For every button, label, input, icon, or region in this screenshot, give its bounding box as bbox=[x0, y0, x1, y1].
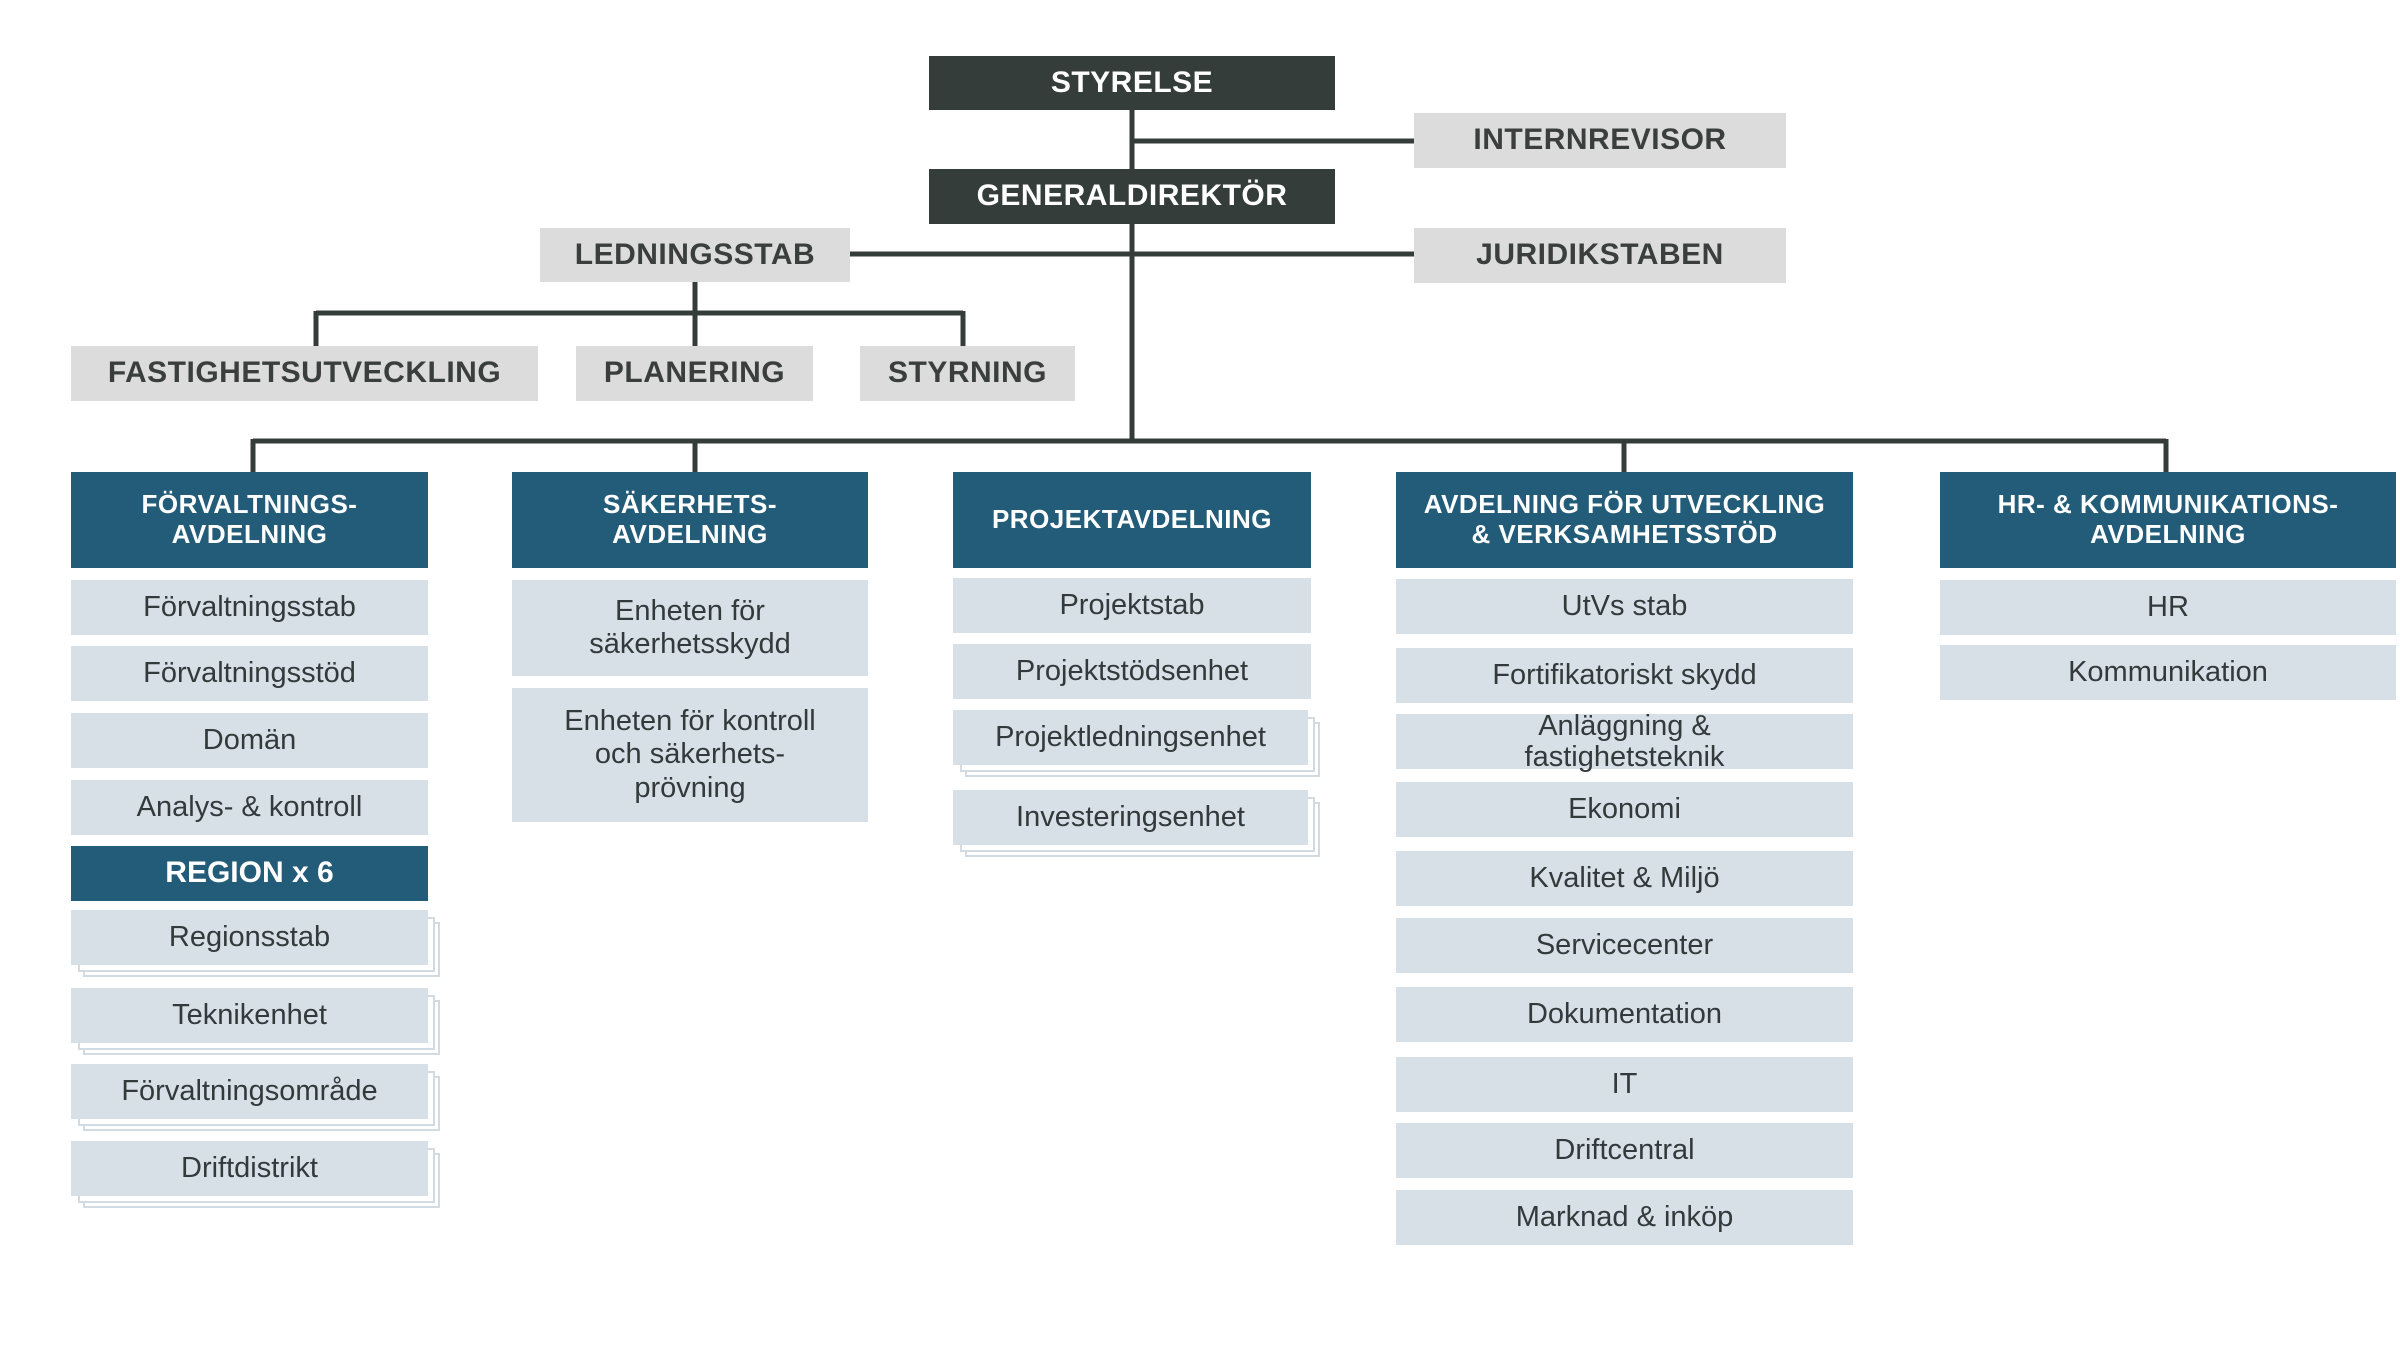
unit-box: IT bbox=[1396, 1057, 1853, 1112]
management-staff-box: LEDNINGSSTAB bbox=[540, 228, 850, 282]
unit-box: Förvaltningsstöd bbox=[71, 646, 428, 701]
unit-box: Projektledningsenhet bbox=[953, 710, 1308, 765]
unit-box: Kommunikation bbox=[1940, 645, 2396, 700]
unit-box: Fortifikatoriskt skydd bbox=[1396, 648, 1853, 703]
unit-box: Ekonomi bbox=[1396, 782, 1853, 837]
region-unit-box: Regionsstab bbox=[71, 910, 428, 965]
unit-box: Servicecenter bbox=[1396, 918, 1853, 973]
region-unit-box: Teknikenhet bbox=[71, 988, 428, 1043]
unit-box: Anläggning & fastighetsteknik bbox=[1396, 711, 1853, 772]
internal-auditor-box: INTERNREVISOR bbox=[1414, 113, 1786, 168]
unit-box: Enheten för säkerhetsskydd bbox=[512, 580, 868, 676]
unit-box: Investeringsenhet bbox=[953, 790, 1308, 845]
legal-staff-box: JURIDIKSTABEN bbox=[1414, 228, 1786, 283]
region-unit-box: Förvaltningsområde bbox=[71, 1064, 428, 1119]
unit-box: HR bbox=[1940, 580, 2396, 635]
unit-box: Dokumentation bbox=[1396, 987, 1853, 1042]
unit-box: Projektstödsenhet bbox=[953, 644, 1311, 699]
unit-box: Förvaltningsstab bbox=[71, 580, 428, 635]
unit-box: Analys- & kontroll bbox=[71, 780, 428, 835]
department-header-security: SÄKERHETS- AVDELNING bbox=[512, 472, 868, 568]
department-header-management: FÖRVALTNINGS- AVDELNING bbox=[71, 472, 428, 568]
unit-box: Enheten för kontroll och säkerhets- pröv… bbox=[512, 688, 868, 822]
unit-box: Domän bbox=[71, 713, 428, 768]
unit-box: Kvalitet & Miljö bbox=[1396, 851, 1853, 906]
property-development-box: FASTIGHETSUTVECKLING bbox=[71, 346, 538, 401]
steering-box: STYRNING bbox=[860, 346, 1075, 401]
region-unit-box: Driftdistrikt bbox=[71, 1141, 428, 1196]
planning-box: PLANERING bbox=[576, 346, 813, 401]
unit-box: Driftcentral bbox=[1396, 1123, 1853, 1178]
department-header-hr-communication: HR- & KOMMUNIKATIONS- AVDELNING bbox=[1940, 472, 2396, 568]
region-header: REGION x 6 bbox=[71, 846, 428, 901]
board-box: STYRELSE bbox=[929, 56, 1335, 110]
department-header-development: AVDELNING FÖR UTVECKLING & VERKSAMHETSST… bbox=[1396, 472, 1853, 568]
unit-box: Projektstab bbox=[953, 578, 1311, 633]
department-header-project: PROJEKTAVDELNING bbox=[953, 472, 1311, 568]
unit-box: UtVs stab bbox=[1396, 579, 1853, 634]
director-general-box: GENERALDIREKTÖR bbox=[929, 169, 1335, 224]
unit-box: Marknad & inköp bbox=[1396, 1190, 1853, 1245]
